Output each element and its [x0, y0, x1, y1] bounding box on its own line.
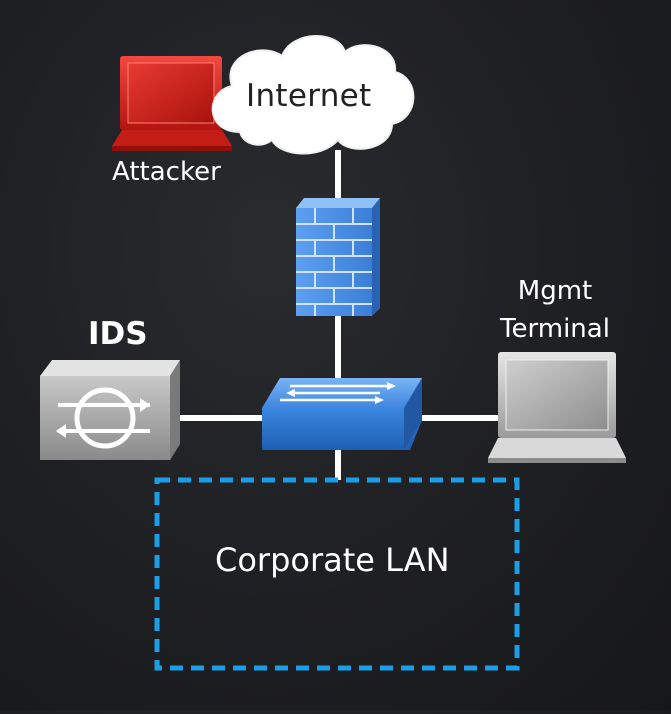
mgmt-terminal-label: Mgmt Terminal [490, 272, 620, 348]
firewall-icon [296, 198, 380, 316]
cloud-icon [211, 35, 415, 155]
mgmt-label-line2: Terminal [500, 314, 610, 344]
mgmt-laptop-icon [488, 352, 626, 463]
internet-label: Internet [246, 78, 372, 114]
attacker-laptop-icon [112, 56, 232, 151]
attacker-label: Attacker [112, 157, 221, 187]
connections [180, 150, 498, 480]
mgmt-label-line1: Mgmt [517, 276, 593, 306]
switch-icon [262, 378, 422, 450]
lan-boundary [154, 477, 520, 671]
ids-label: IDS [88, 316, 148, 352]
ids-appliance-icon [40, 360, 180, 460]
corporate-lan-label: Corporate LAN [215, 541, 450, 579]
